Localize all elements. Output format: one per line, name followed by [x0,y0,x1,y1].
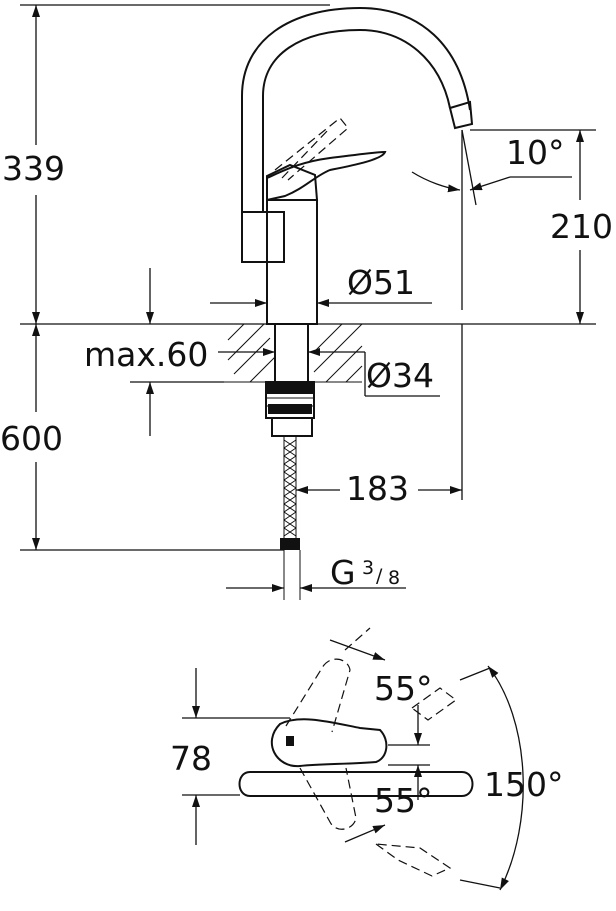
label-max-deck: max.60 [84,335,208,374]
label-swivel-angle: 150° [484,765,564,804]
dimension-lines-lower [182,639,524,891]
spout-inner [262,28,451,212]
faucet-top-view [238,627,474,877]
top-lever [270,718,388,768]
top-lever-dashed-down [299,767,357,830]
lever-hub [266,163,319,201]
label-lever-angle-top: 55° [374,669,433,708]
top-lever-mark [286,736,294,746]
top-lever-dashed-up [285,658,351,733]
label-shank-diameter: Ø34 [366,356,434,395]
faucet-body [241,211,285,263]
label-total-height: 339 [2,149,65,188]
spout-tip [448,100,474,130]
top-base-plate [238,771,474,797]
label-spout-reach: 183 [346,469,409,508]
spout-outer [241,6,471,212]
label-hose-length: 600 [0,419,63,458]
lever-handle [266,150,387,202]
label-thread-num: 3 [362,557,374,579]
braided-hose [280,435,301,600]
shank [274,323,309,383]
label-lever-height: 78 [170,739,212,778]
label-thread-den: 8 [388,567,400,589]
dimension-lines-upper [20,4,596,592]
label-thread-g: G [330,553,356,592]
label-spout-height: 210 [550,207,613,246]
label-thread-slash: / [376,565,383,587]
label-spout-angle: 10° [506,133,565,172]
deck-section [224,323,363,383]
label-base-diameter: Ø51 [347,263,415,302]
nut-thread [266,382,314,414]
label-lever-angle-bottom: 55° [374,781,433,820]
faucet-side-view [224,6,474,600]
lever-dashed [274,117,349,181]
